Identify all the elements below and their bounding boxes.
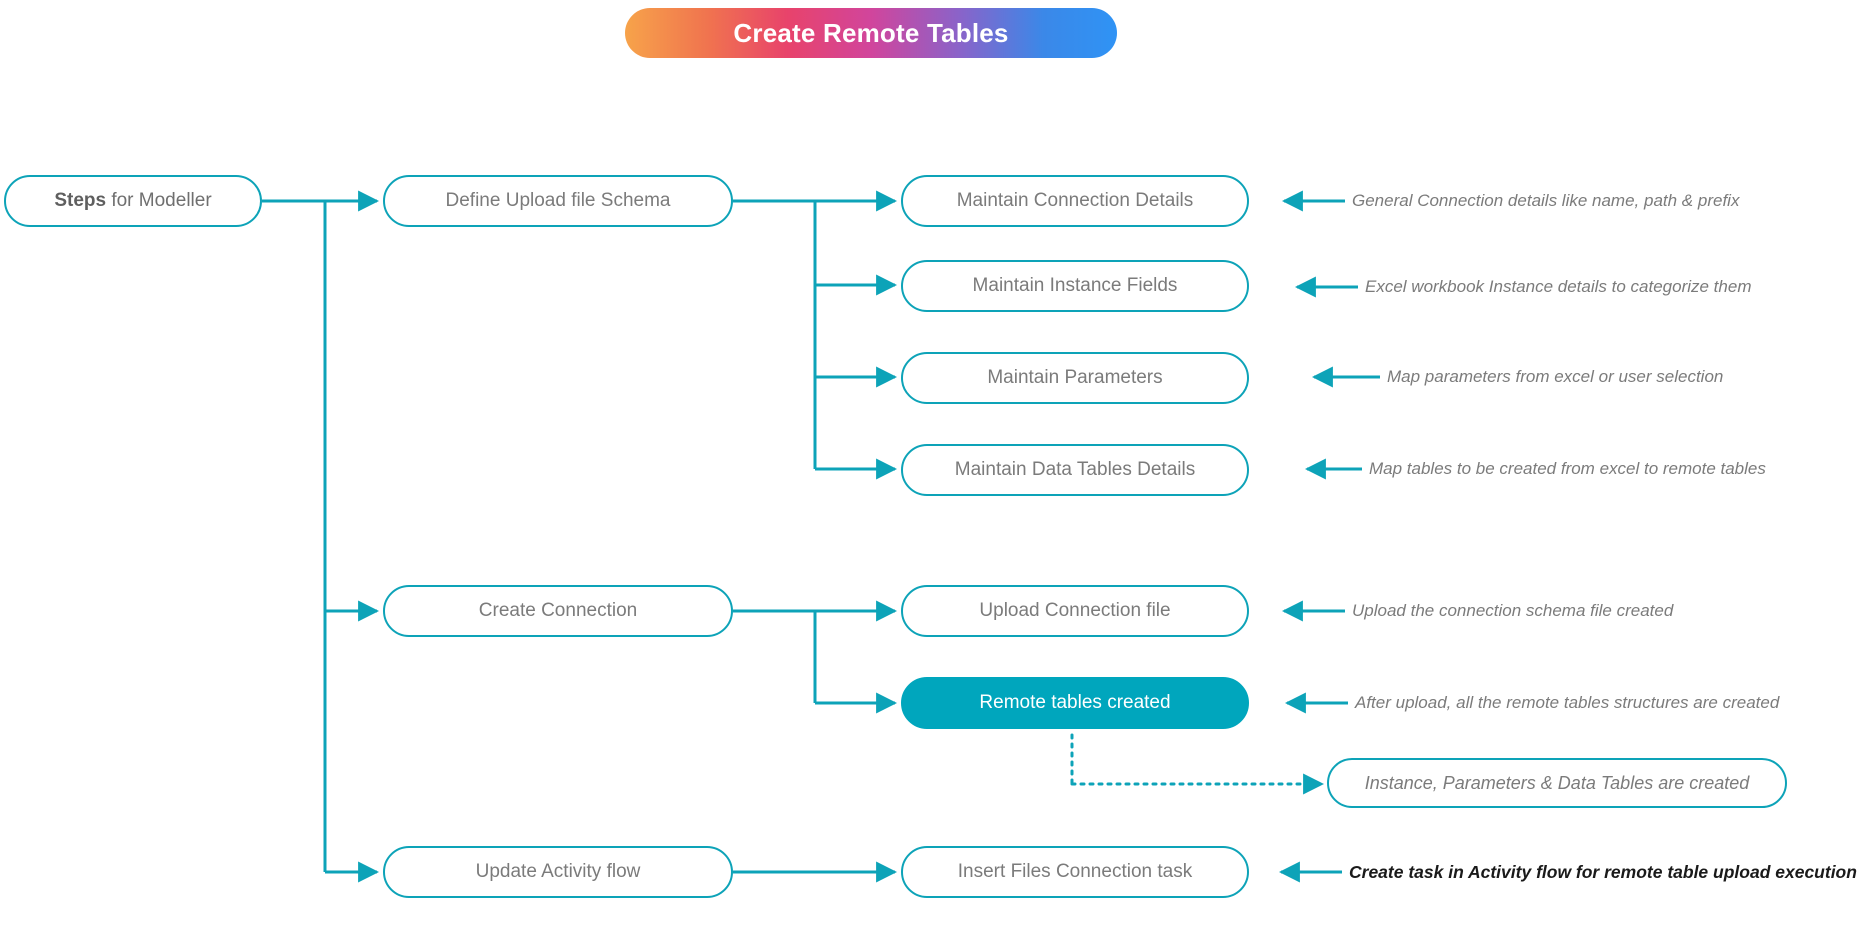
outcome-dotted-connector xyxy=(1070,733,1325,795)
task-node-label: Remote tables created xyxy=(979,692,1171,713)
task-node-maintain-data-tables-details[interactable]: Maintain Data Tables Details xyxy=(901,444,1249,496)
annotation-data-tables: Map tables to be created from excel to r… xyxy=(1369,457,1766,481)
outcome-node-instance-parameters-data-tables[interactable]: Instance, Parameters & Data Tables are c… xyxy=(1327,758,1787,808)
stage-node-define-upload-file-schema[interactable]: Define Upload file Schema xyxy=(383,175,733,227)
annotation-text: Map tables to be created from excel to r… xyxy=(1369,459,1766,478)
annotation-text: Map parameters from excel or user select… xyxy=(1387,367,1724,386)
task-node-maintain-parameters[interactable]: Maintain Parameters xyxy=(901,352,1249,404)
task-node-maintain-instance-fields[interactable]: Maintain Instance Fields xyxy=(901,260,1249,312)
task-node-label: Maintain Instance Fields xyxy=(972,275,1178,296)
task-node-label: Maintain Connection Details xyxy=(956,190,1194,211)
task-node-remote-tables-created[interactable]: Remote tables created xyxy=(901,677,1249,729)
stage-node-label: Create Connection xyxy=(478,600,638,621)
annotation-text: Excel workbook Instance details to categ… xyxy=(1365,277,1752,296)
annotation-text: Upload the connection schema file create… xyxy=(1352,601,1674,620)
task-node-label: Maintain Data Tables Details xyxy=(954,459,1196,480)
stage-spine xyxy=(262,190,380,883)
root-node-label: Steps for Modeller xyxy=(54,190,211,212)
task-node-label: Insert Files Connection task xyxy=(957,861,1193,882)
annotation-upload-connection-file: Upload the connection schema file create… xyxy=(1352,599,1673,623)
stage-node-create-connection[interactable]: Create Connection xyxy=(383,585,733,637)
annotation-remote-tables-created: After upload, all the remote tables stru… xyxy=(1355,691,1779,715)
diagram-title-banner: Create Remote Tables xyxy=(625,8,1117,58)
annotation-text: General Connection details like name, pa… xyxy=(1352,191,1740,210)
stage-node-update-activity-flow[interactable]: Update Activity flow xyxy=(383,846,733,898)
connection-branch-spine xyxy=(733,600,898,714)
task-node-label: Upload Connection file xyxy=(979,600,1171,621)
annotation-instance-fields: Excel workbook Instance details to categ… xyxy=(1365,275,1751,299)
root-node-label-rest: for Modeller xyxy=(106,190,212,211)
diagram-title-text: Create Remote Tables xyxy=(733,17,1009,48)
annotation-connection-details: General Connection details like name, pa… xyxy=(1352,189,1739,213)
stage-node-label: Define Upload file Schema xyxy=(445,190,671,211)
outcome-node-label: Instance, Parameters & Data Tables are c… xyxy=(1364,772,1750,793)
task-node-upload-connection-file[interactable]: Upload Connection file xyxy=(901,585,1249,637)
task-node-label: Maintain Parameters xyxy=(987,367,1163,388)
root-node-steps-for-modeller[interactable]: Steps for Modeller xyxy=(4,175,262,227)
annotation-text: Create task in Activity flow for remote … xyxy=(1349,861,1857,882)
task-node-maintain-connection-details[interactable]: Maintain Connection Details xyxy=(901,175,1249,227)
annotation-text: After upload, all the remote tables stru… xyxy=(1355,693,1780,712)
annotation-parameters: Map parameters from excel or user select… xyxy=(1387,365,1723,389)
annotation-insert-files-connection-task: Create task in Activity flow for remote … xyxy=(1349,860,1857,884)
stage-node-label: Update Activity flow xyxy=(475,861,641,882)
task-node-insert-files-connection-task[interactable]: Insert Files Connection task xyxy=(901,846,1249,898)
schema-branch-spine xyxy=(733,190,898,480)
root-node-label-bold: Steps xyxy=(54,190,107,211)
